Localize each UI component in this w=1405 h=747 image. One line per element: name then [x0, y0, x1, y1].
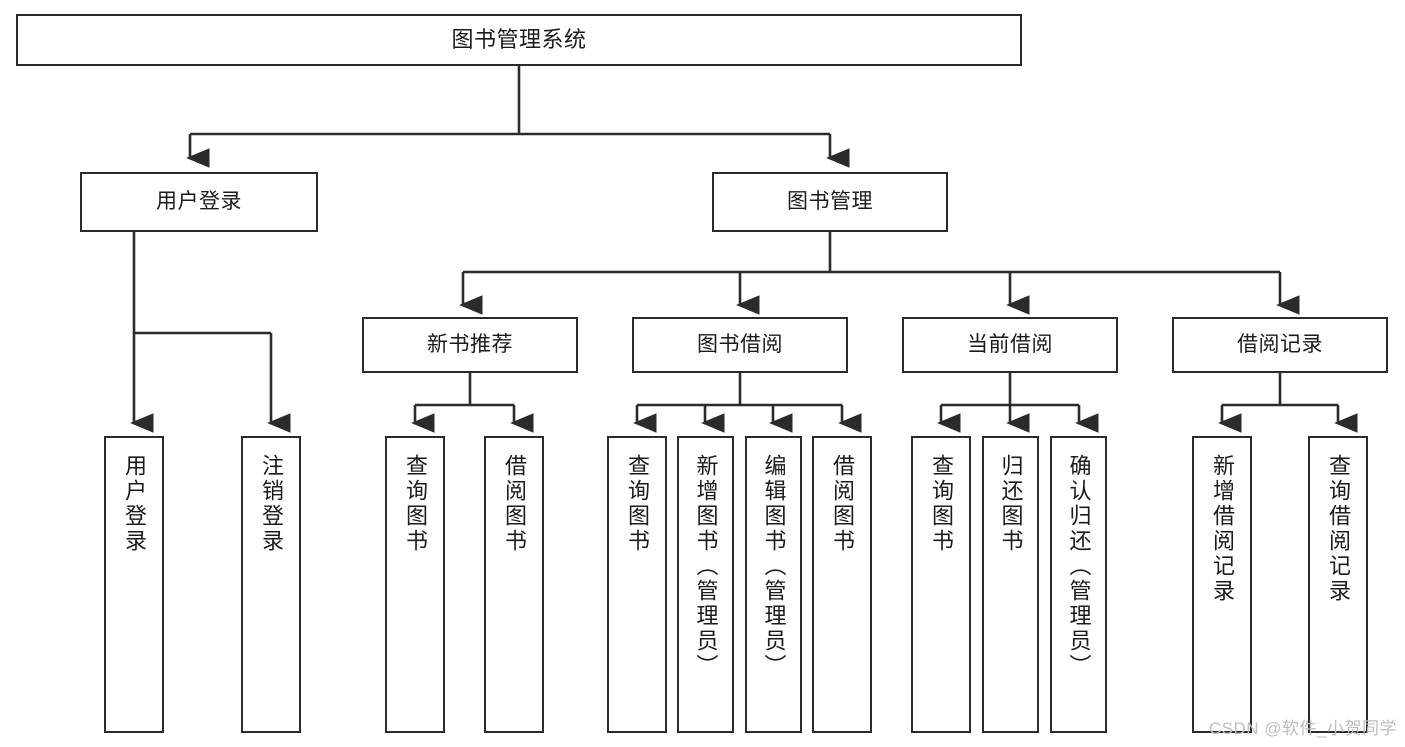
leaf-new-book-query[interactable]: 查询图书 [385, 436, 445, 733]
leaf-book-borrow-query[interactable]: 查询图书 [607, 436, 667, 733]
leaf-current-borrow-query[interactable]: 查询图书 [911, 436, 971, 733]
leaf-book-borrow-query-label: 查询图书 [625, 454, 650, 554]
leaf-borrow-record-add-label: 新增借阅记录 [1210, 454, 1235, 604]
leaf-current-borrow-return-label: 归还图书 [998, 454, 1024, 554]
node-current-borrow[interactable]: 当前借阅 [902, 317, 1118, 373]
leaf-book-borrow-lend-label: 借阅图书 [830, 454, 855, 554]
leaf-borrow-record-add[interactable]: 新增借阅记录 [1192, 436, 1252, 733]
node-root[interactable]: 图书管理系统 [16, 14, 1022, 66]
leaf-new-book-borrow-label: 借阅图书 [502, 454, 527, 554]
leaf-new-book-query-label: 查询图书 [403, 454, 428, 554]
leaf-current-borrow-return[interactable]: 归还图书 [982, 436, 1039, 733]
node-new-book-recommend-label: 新书推荐 [427, 332, 513, 356]
leaf-book-borrow-add-label: 新增图书（管理员） [693, 454, 719, 679]
node-book-borrow[interactable]: 图书借阅 [632, 317, 848, 373]
leaf-new-book-borrow[interactable]: 借阅图书 [484, 436, 544, 733]
node-new-book-recommend[interactable]: 新书推荐 [362, 317, 578, 373]
leaf-user-login-signout-label: 注销登录 [259, 454, 284, 554]
leaf-current-borrow-query-label: 查询图书 [929, 454, 954, 554]
leaf-borrow-record-query-label: 查询借阅记录 [1326, 454, 1351, 604]
node-root-label: 图书管理系统 [451, 27, 587, 53]
leaf-book-borrow-add[interactable]: 新增图书（管理员） [677, 436, 734, 733]
leaf-current-borrow-confirm[interactable]: 确认归还（管理员） [1050, 436, 1107, 733]
leaf-user-login-signout[interactable]: 注销登录 [241, 436, 301, 733]
node-book-borrow-label: 图书借阅 [697, 332, 783, 356]
leaf-borrow-record-query[interactable]: 查询借阅记录 [1308, 436, 1368, 733]
node-book-management[interactable]: 图书管理 [712, 172, 948, 232]
leaf-book-borrow-edit[interactable]: 编辑图书（管理员） [745, 436, 802, 733]
leaf-book-borrow-lend[interactable]: 借阅图书 [812, 436, 872, 733]
leaf-user-login-signin[interactable]: 用户登录 [104, 436, 164, 733]
node-borrow-record-label: 借阅记录 [1237, 332, 1323, 356]
node-borrow-record[interactable]: 借阅记录 [1172, 317, 1388, 373]
node-book-management-label: 图书管理 [787, 189, 873, 213]
leaf-current-borrow-confirm-label: 确认归还（管理员） [1066, 454, 1092, 679]
leaf-user-login-signin-label: 用户登录 [122, 454, 147, 554]
node-user-login[interactable]: 用户登录 [80, 172, 318, 232]
leaf-book-borrow-edit-label: 编辑图书（管理员） [761, 454, 787, 679]
node-current-borrow-label: 当前借阅 [967, 332, 1053, 356]
node-user-login-label: 用户登录 [156, 189, 242, 213]
